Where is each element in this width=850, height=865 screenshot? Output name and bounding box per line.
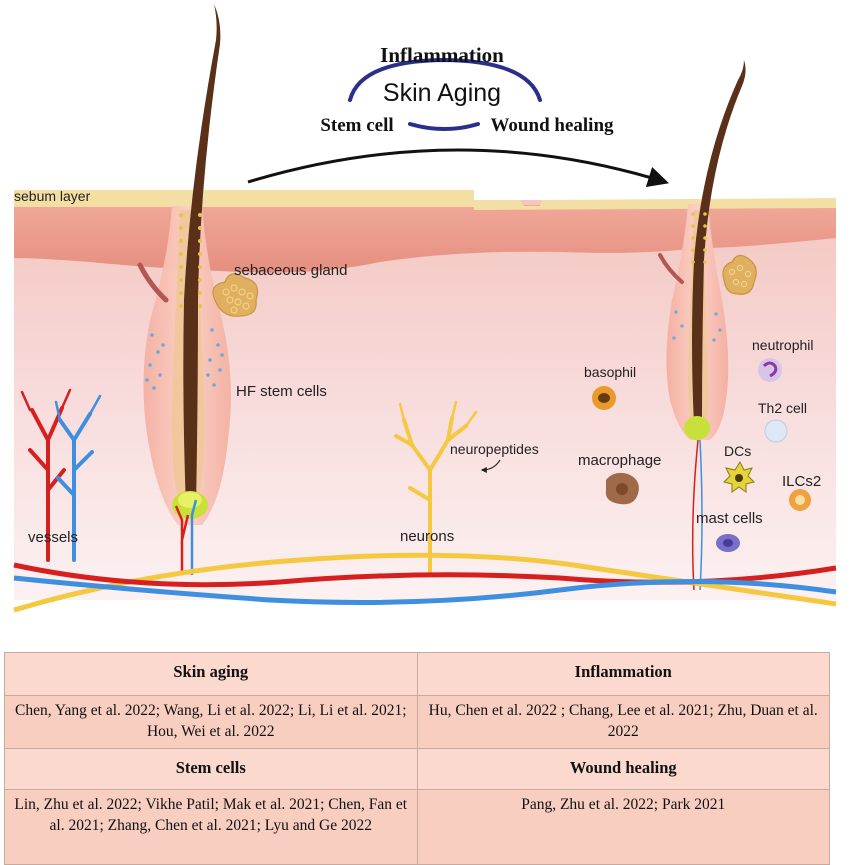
label-mast-cells: mast cells xyxy=(696,510,763,527)
label-sebaceous-gland: sebaceous gland xyxy=(234,262,347,279)
cycle-label-center: Skin Aging xyxy=(383,79,501,107)
sebum-layer-left xyxy=(14,190,474,207)
label-th2-cell: Th2 cell xyxy=(758,400,807,416)
label-basophil: basophil xyxy=(584,364,636,380)
left-hair-follicle xyxy=(143,4,231,525)
hf-stem-cell-dots-left xyxy=(145,328,224,390)
table-heading-inflammation: Inflammation xyxy=(416,652,830,696)
right-dermal-papilla xyxy=(684,416,710,440)
neuron-tree xyxy=(394,400,478,577)
th2-cell xyxy=(764,419,788,443)
yellow-nerve-wave xyxy=(13,552,837,613)
label-macrophage: macrophage xyxy=(578,452,661,469)
table-heading-stem-cells: Stem cells xyxy=(4,748,418,790)
table-refs-stem-cells: Lin, Zhu et al. 2022; Vikhe Patil; Mak e… xyxy=(4,789,418,865)
vessels-tree xyxy=(20,388,102,562)
cycle-label-stem-cell: Stem cell xyxy=(320,115,393,136)
table-heading-wound-healing: Wound healing xyxy=(416,748,830,790)
table-refs-inflammation: Hu, Chen et al. 2022 ; Chang, Lee et al.… xyxy=(416,695,830,749)
table-refs-skin-aging: Chen, Yang et al. 2022; Wang, Li et al. … xyxy=(4,695,418,749)
blue-vein-wave xyxy=(13,575,837,605)
mast-cell xyxy=(716,534,740,552)
neuropeptides-arrow xyxy=(480,459,501,473)
references-table: Skin aging Inflammation Chen, Yang et al… xyxy=(4,652,830,865)
label-ilcs2: ILCs2 xyxy=(782,473,821,490)
cycle-arc-top xyxy=(348,57,542,102)
table-heading-skin-aging: Skin aging xyxy=(4,652,418,696)
label-vessels: vessels xyxy=(28,529,78,546)
ilcs2-cell xyxy=(789,489,811,511)
epidermis-layer xyxy=(14,205,836,273)
neutrophil-cell xyxy=(758,358,782,382)
table-refs-wound-healing: Pang, Zhu et al. 2022; Park 2021 xyxy=(416,789,830,865)
sebaceous-gland-left xyxy=(212,273,259,317)
macrophage-cell xyxy=(605,472,639,505)
label-sebum-layer: sebum layer xyxy=(14,188,91,204)
label-hf-stem-cells: HF stem cells xyxy=(236,383,327,400)
label-neuropeptides: neuropeptides xyxy=(450,441,539,457)
label-dcs: DCs xyxy=(724,443,751,459)
dcs-cell xyxy=(723,460,755,493)
cycle-label-wound-healing: Wound healing xyxy=(490,115,614,136)
label-neutrophil: neutrophil xyxy=(752,337,814,353)
sebum-dots-left xyxy=(179,213,202,308)
sebaceous-gland-right xyxy=(722,254,757,295)
aging-arrow xyxy=(247,148,670,188)
cycle-arc-bottom xyxy=(408,122,480,131)
cycle-label-inflammation: Inflammation xyxy=(380,43,504,67)
cycle-diagram: Inflammation Skin Aging Stem cell Wound … xyxy=(320,43,614,136)
basophil-cell xyxy=(592,386,616,410)
label-neurons: neurons xyxy=(400,528,454,545)
sebum-layer-right xyxy=(474,198,836,210)
skin-aging-diagram: Inflammation Skin Aging Stem cell Wound … xyxy=(13,4,837,613)
